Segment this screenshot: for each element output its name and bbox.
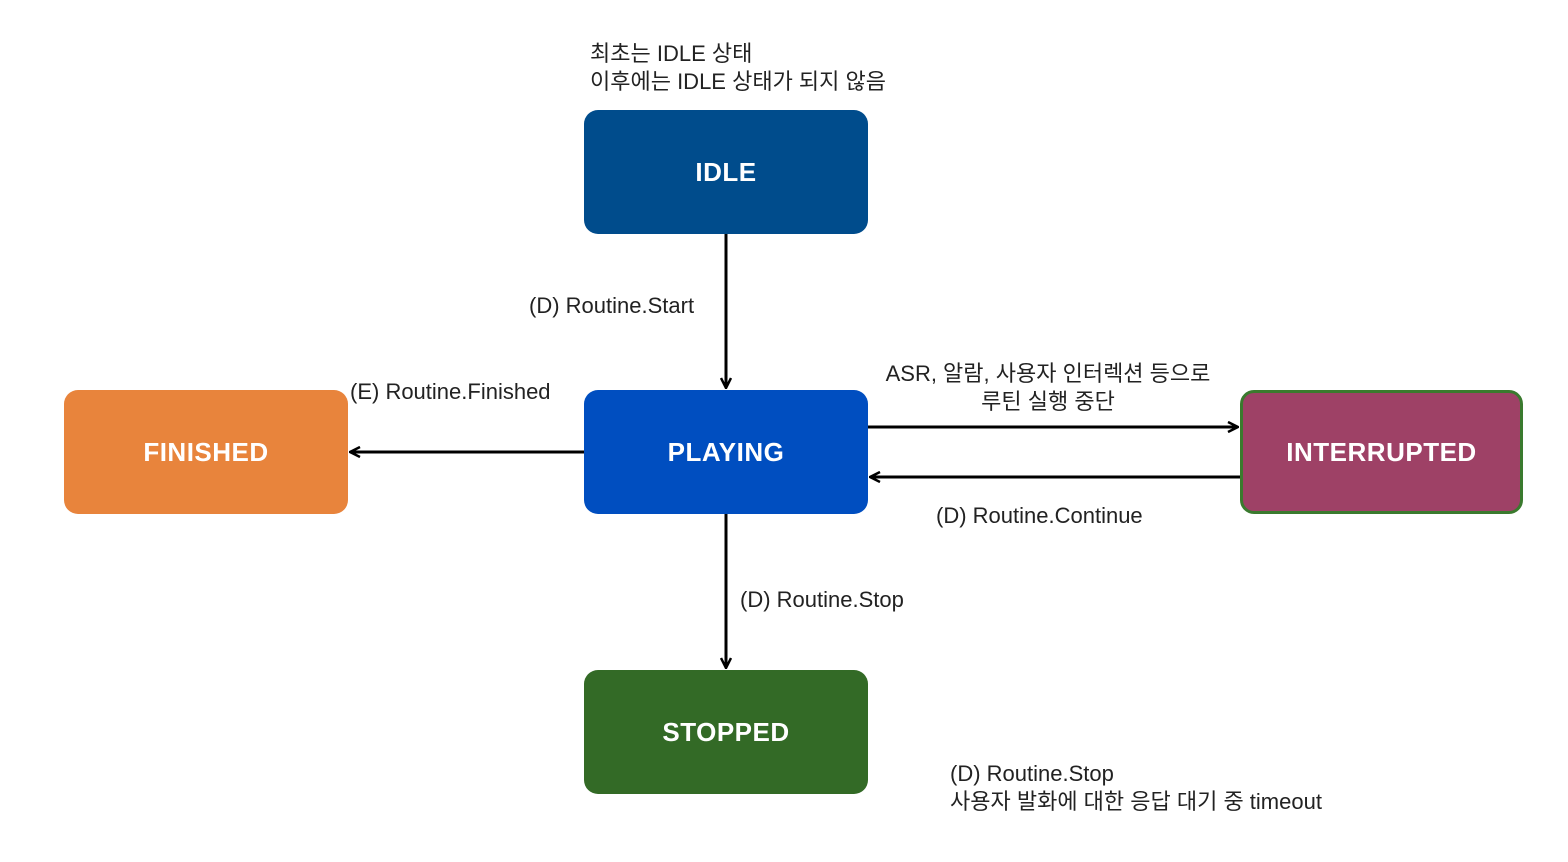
edge-label-routine-start: (D) Routine.Start [529, 293, 695, 318]
stopped-note-line-1: (D) Routine.Stop [950, 761, 1114, 786]
state-interrupted[interactable]: INTERRUPTED [1240, 390, 1523, 514]
state-idle[interactable]: IDLE [584, 110, 868, 234]
state-finished-label: FINISHED [143, 436, 269, 467]
state-playing[interactable]: PLAYING [584, 390, 868, 514]
idle-note: 최초는 IDLE 상태 이후에는 IDLE 상태가 되지 않음 [590, 40, 886, 96]
edge-label-routine-finished: (E) Routine.Finished [350, 379, 551, 404]
stopped-note-line-2: 사용자 발화에 대한 응답 대기 중 timeout [950, 789, 1322, 814]
interrupt-label-line-1: ASR, 알람, 사용자 인터렉션 등으로 [885, 361, 1211, 386]
state-idle-label: IDLE [695, 156, 757, 187]
state-interrupted-label: INTERRUPTED [1286, 436, 1477, 467]
state-playing-label: PLAYING [667, 436, 785, 467]
state-stopped-label: STOPPED [662, 716, 790, 747]
stopped-note: (D) Routine.Stop 사용자 발화에 대한 응답 대기 중 time… [950, 760, 1322, 816]
edge-label-routine-continue: (D) Routine.Continue [936, 503, 1143, 528]
state-finished[interactable]: FINISHED [64, 390, 348, 514]
idle-note-line-2: 이후에는 IDLE 상태가 되지 않음 [590, 69, 886, 94]
idle-note-line-1: 최초는 IDLE 상태 [590, 41, 753, 66]
interrupt-label-line-2: 루틴 실행 중단 [981, 389, 1115, 414]
edge-label-interrupt: ASR, 알람, 사용자 인터렉션 등으로 루틴 실행 중단 [876, 360, 1220, 416]
state-stopped[interactable]: STOPPED [584, 670, 868, 794]
edge-label-routine-stop: (D) Routine.Stop [740, 587, 904, 612]
